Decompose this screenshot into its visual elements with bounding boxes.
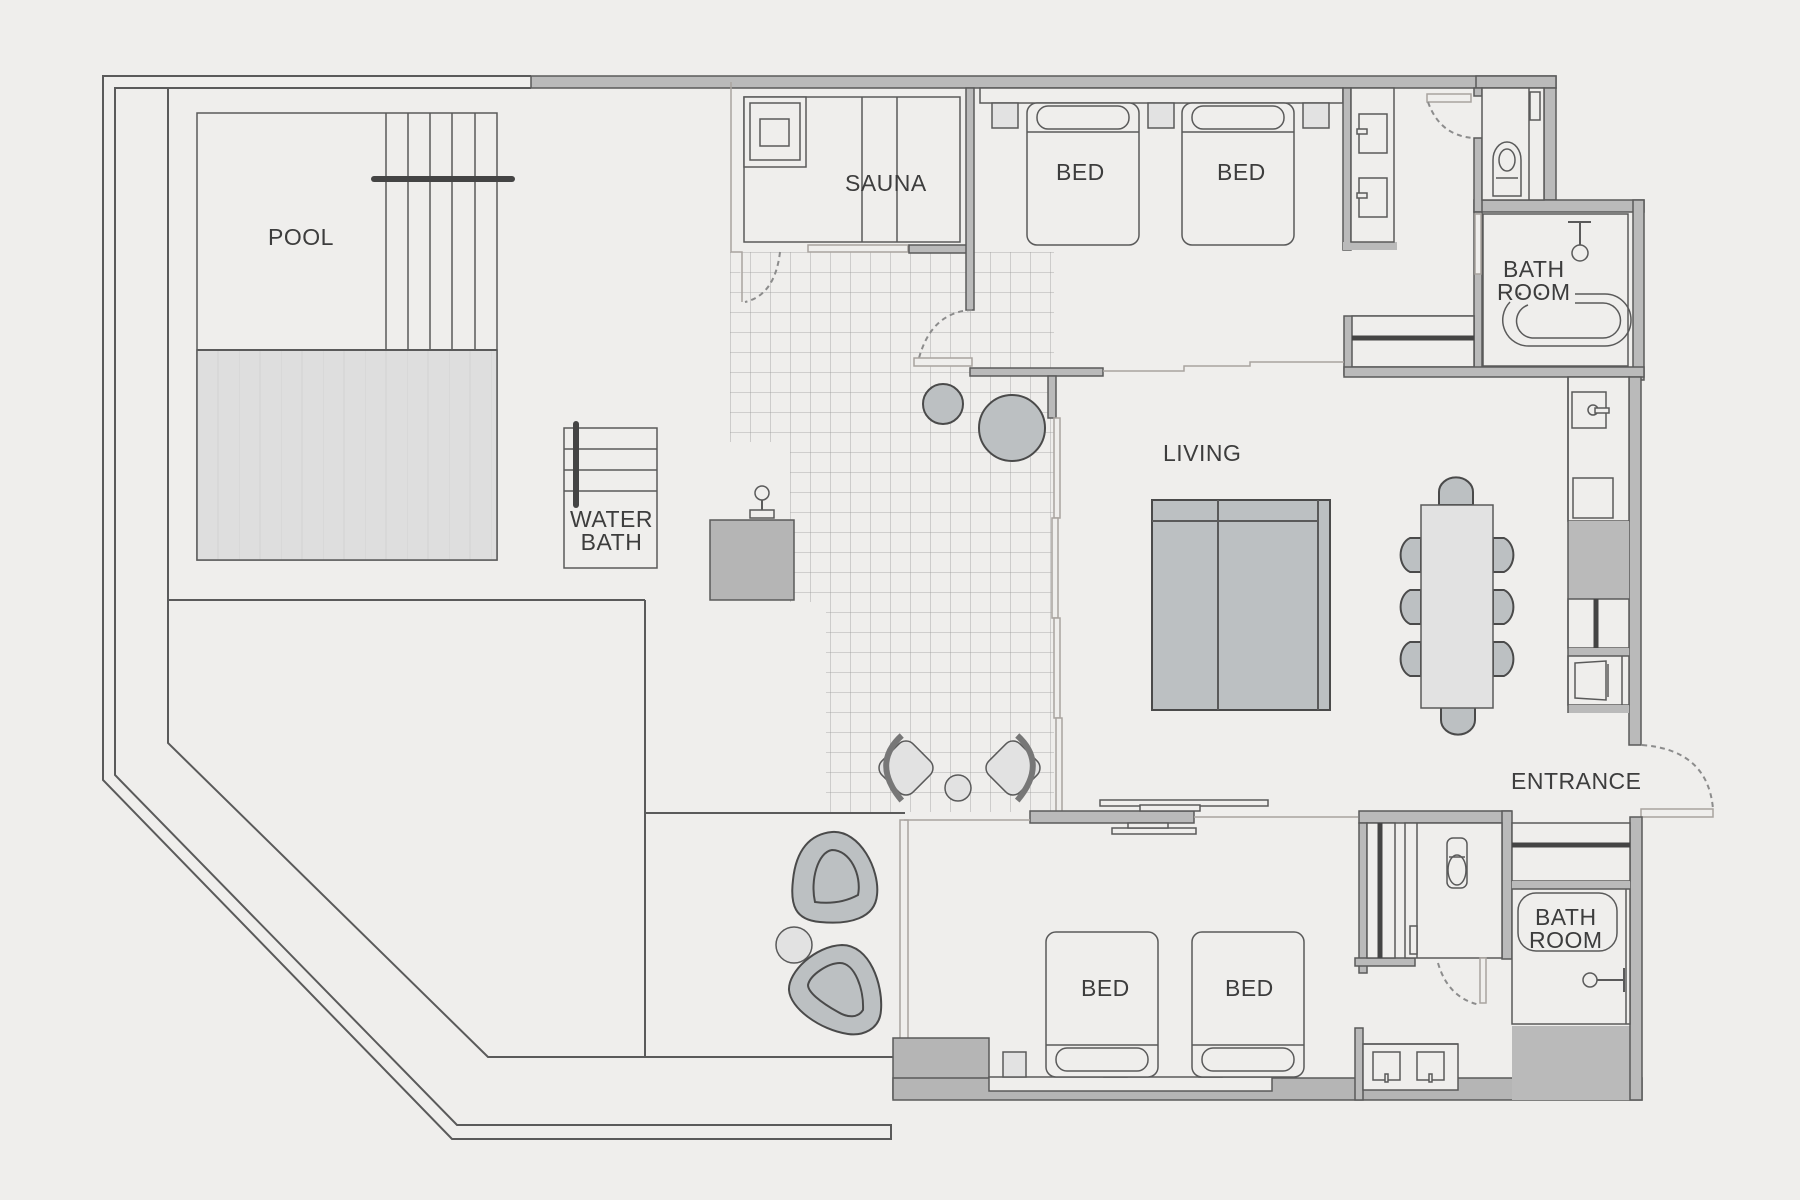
pool	[196, 112, 515, 561]
bath-top-label-line1: BATH	[1502, 256, 1565, 282]
terrace-armchairs	[878, 733, 1041, 803]
bed-bottom-1-label: BED	[1081, 975, 1130, 1001]
sliding-partition	[969, 361, 1344, 419]
water-bath-label-line2: BATH	[580, 529, 643, 555]
closet-top	[1343, 315, 1475, 376]
bed-top-1	[1026, 102, 1140, 246]
tv-wall	[1029, 799, 1358, 835]
bed-top-2-label: BED	[1217, 159, 1266, 185]
pool-label: POOL	[268, 224, 334, 250]
round-table	[978, 394, 1046, 462]
bath-bottom-label-line2: ROOM	[1529, 927, 1603, 953]
lounge-chairs	[775, 830, 883, 1036]
dining-chairs	[1399, 476, 1515, 736]
bath-top-label-line2: ROOM	[1497, 279, 1571, 305]
top-wall	[530, 75, 1557, 89]
wardrobe-top	[1342, 87, 1397, 251]
dining-table	[1399, 476, 1515, 736]
terrace-outline	[102, 75, 905, 1140]
bed-top-1-label: BED	[1056, 159, 1105, 185]
pool-steps	[385, 113, 476, 350]
water-bath-label: WATER BATH	[570, 508, 653, 554]
round-stool	[922, 383, 964, 425]
bed-bottom-2-label: BED	[1225, 975, 1274, 1001]
entrance-door	[1640, 744, 1714, 818]
sauna-label: SAUNA	[845, 170, 927, 196]
bath-bottom-label: BATH ROOM	[1529, 906, 1603, 952]
water-bath	[563, 421, 658, 569]
water-bath-label-line1: WATER	[570, 506, 653, 532]
bed-bottom-2	[1191, 931, 1305, 1078]
outdoor-shower	[709, 485, 795, 601]
bath-bottom-label-line1: BATH	[1534, 904, 1597, 930]
bath-top-label: BATH ROOM	[1497, 258, 1571, 304]
bath-bottom	[1354, 810, 1643, 1101]
bath-top	[1426, 75, 1645, 381]
sauna	[730, 82, 973, 303]
entrance-label: ENTRANCE	[1511, 768, 1642, 794]
bed-bottom-1	[1045, 931, 1159, 1078]
bed-top-2	[1181, 102, 1295, 246]
bedroom-top	[913, 87, 1344, 367]
sofa	[1151, 499, 1331, 711]
kitchen	[1567, 376, 1642, 746]
living-label: LIVING	[1163, 440, 1242, 466]
